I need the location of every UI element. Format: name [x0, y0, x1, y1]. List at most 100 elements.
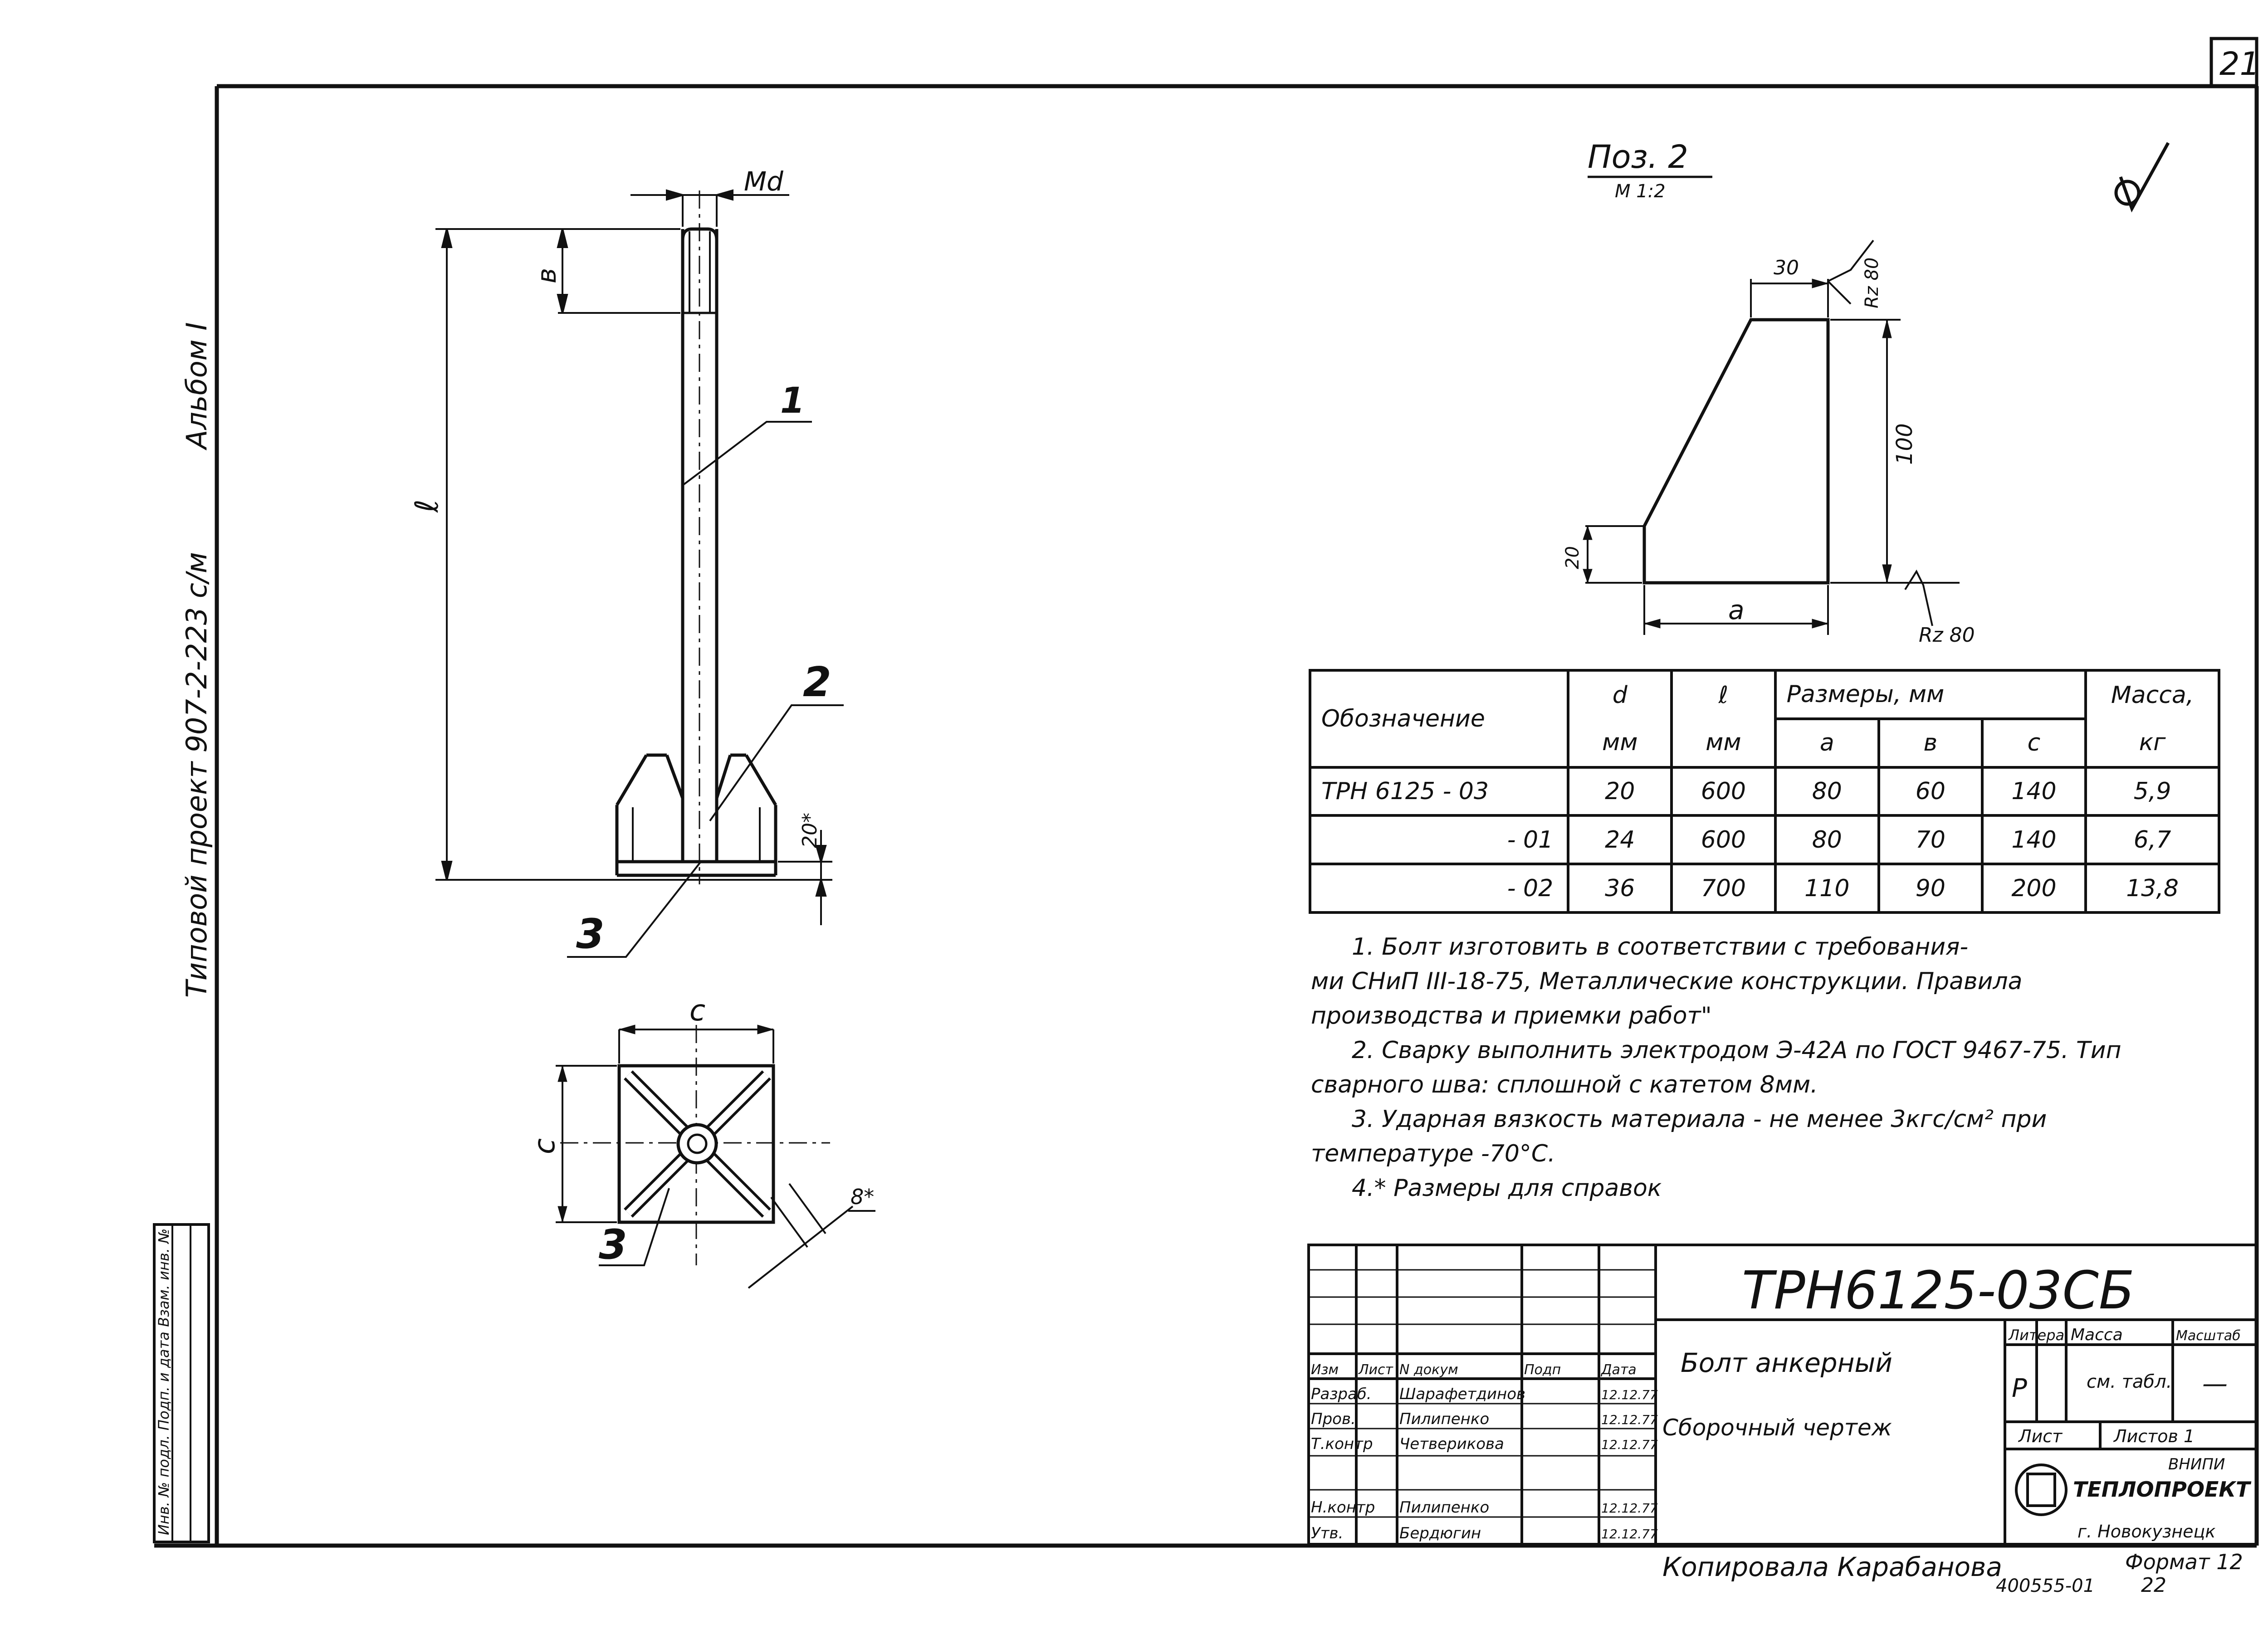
note-line: температуре -70°С.	[1311, 1140, 1555, 1167]
name-tkontr: Четверикова	[1399, 1435, 1504, 1453]
name-utv: Бердюгин	[1399, 1524, 1481, 1542]
note-line: производства и приемки работ"	[1311, 1002, 1712, 1029]
detail-top-width: 30	[1774, 256, 1799, 279]
table-row: - 02 36 700 110 90 200 13,8	[1308, 863, 2220, 914]
weld-size-label: 8*	[850, 1185, 874, 1209]
name-prov: Пилипенко	[1399, 1410, 1489, 1428]
col-header-sign: Подп	[1524, 1362, 1561, 1378]
row-d: 24	[1567, 814, 1673, 866]
scale-value: —	[2202, 1369, 2228, 1399]
row-designation: - 02	[1308, 863, 1570, 914]
row-l: 600	[1670, 814, 1777, 866]
detail-side-height: 20	[1562, 546, 1583, 569]
header-l: ℓ	[1670, 669, 1777, 719]
date-tkontr: 12.12.77	[1601, 1437, 1658, 1452]
row-l: 600	[1670, 766, 1777, 817]
header-mass-unit: кг	[2084, 718, 2220, 769]
org-name: ТЕПЛОПРОЕКТ	[2073, 1477, 2252, 1502]
bolt-dimensions	[435, 189, 844, 958]
roughness-general-icon	[2114, 142, 2170, 213]
col-header-doc: N докум	[1399, 1362, 1458, 1378]
row-d: 20	[1567, 766, 1673, 817]
header-l-unit: мм	[1670, 718, 1777, 769]
copied-by: Копировала Карабанова	[1662, 1551, 2002, 1582]
spec-table: Обозначение d ℓ Размеры, мм Масса, мм мм…	[1308, 669, 2220, 914]
detail-base-label: a	[1728, 595, 1745, 625]
position-3-label: 3	[576, 910, 605, 958]
header-d-unit: мм	[1567, 718, 1673, 769]
org-city: г. Новокузнецк	[2077, 1522, 2215, 1542]
table-row: ТРН 6125 - 03 20 600 80 60 140 5,9	[1308, 766, 2220, 817]
detail-height: 100	[1892, 423, 1917, 465]
drawing-doc-type: Сборочный чертеж	[1662, 1415, 1892, 1441]
plan-position-3-label: 3	[599, 1221, 627, 1268]
thread-label: Md	[744, 166, 784, 197]
date-prov: 12.12.77	[1601, 1412, 1658, 1427]
table-row: - 01 24 600 80 70 140 6,7	[1308, 814, 2220, 866]
inventory-labels: Инв. № подл. Подп. и дата Взам. инв. №	[155, 1229, 172, 1535]
plan-width-label: c	[689, 994, 705, 1028]
row-a: 80	[1774, 766, 1881, 817]
scale-label: Масштаб	[2176, 1328, 2241, 1344]
table-subheader-row: мм мм a в c кг	[1310, 717, 2220, 769]
name-razrab: Шарафетдинов	[1399, 1385, 1525, 1403]
row-c: 140	[1980, 766, 2087, 817]
roughness-top-label: Rz 80	[1862, 258, 1882, 308]
role-nkontr: Н.контр	[1311, 1498, 1375, 1517]
role-prov: Пров.	[1311, 1410, 1356, 1428]
sheet-ref: 22	[2141, 1574, 2166, 1597]
litera-value: Р	[2012, 1374, 2027, 1403]
row-designation: ТРН 6125 - 03	[1308, 766, 1570, 817]
sheets-label: Листов 1	[2113, 1426, 2195, 1446]
position-2-label: 2	[803, 659, 831, 706]
note-line: 1. Болт изготовить в соответствии с треб…	[1352, 933, 1969, 961]
row-a: 80	[1774, 814, 1881, 866]
header-c: c	[1980, 717, 2087, 769]
row-d: 36	[1567, 863, 1673, 914]
date-utv: 12.12.77	[1601, 1527, 1658, 1542]
thread-length-label: в	[531, 268, 562, 283]
teploproekt-logo	[2015, 1464, 2068, 1516]
header-a: a	[1774, 717, 1881, 769]
mass-label: Масса	[2071, 1326, 2123, 1344]
row-designation: - 01	[1308, 814, 1570, 866]
drawing-name: Болт анкерный	[1681, 1347, 1892, 1378]
row-c: 140	[1980, 814, 2087, 866]
role-razrab: Разраб.	[1311, 1385, 1372, 1403]
row-b: 70	[1877, 814, 1984, 866]
header-designation: Обозначение	[1308, 669, 1570, 769]
col-header-list: Лист	[1358, 1362, 1394, 1378]
note-line: сварного шва: сплошной с катетом 8мм.	[1311, 1071, 1818, 1098]
drawing-code: ТРН6125-03СБ	[1742, 1260, 2135, 1321]
technical-notes: 1. Болт изготовить в соответствии с треб…	[1311, 930, 2259, 1205]
sheet-label: Лист	[2018, 1426, 2063, 1446]
note-line: 2. Сварку выполнить электродом Э-42А по …	[1352, 1037, 2121, 1064]
note-line: 3. Ударная вязкость материала - не менее…	[1352, 1106, 2047, 1133]
note-line: 4.* Размеры для справок	[1352, 1175, 1662, 1202]
row-mass: 6,7	[2084, 814, 2220, 866]
plan-view	[556, 1024, 875, 1289]
bolt-front-view	[615, 190, 777, 884]
row-mass: 13,8	[2084, 863, 2220, 914]
col-header-izm: Изм	[1311, 1362, 1339, 1378]
order-number: 400555-01	[1996, 1576, 2095, 1596]
col-header-date: Дата	[1600, 1362, 1637, 1378]
mass-value: см. табл.	[2087, 1371, 2172, 1392]
header-d: d	[1567, 669, 1673, 719]
detail-pos2	[1583, 176, 1960, 635]
org-top: ВНИПИ	[2168, 1455, 2225, 1473]
row-c: 200	[1980, 863, 2087, 914]
detail-scale: М 1:2	[1615, 181, 1666, 202]
row-b: 90	[1877, 863, 1984, 914]
length-label: ℓ	[408, 499, 445, 513]
paper-format: Формат 12	[2125, 1550, 2243, 1574]
row-a: 110	[1774, 863, 1881, 914]
litera-label: Литера	[2008, 1327, 2064, 1344]
row-b: 60	[1877, 766, 1984, 817]
side-stamp-vertical: Типовой проект 907-2-223 с/м	[180, 552, 213, 998]
plan-height-label: c	[528, 1138, 562, 1154]
name-nkontr: Пилипенко	[1399, 1498, 1489, 1517]
header-b: в	[1877, 717, 1984, 769]
note-line: ми СНиП III-18-75, Металлические констру…	[1311, 968, 2023, 995]
